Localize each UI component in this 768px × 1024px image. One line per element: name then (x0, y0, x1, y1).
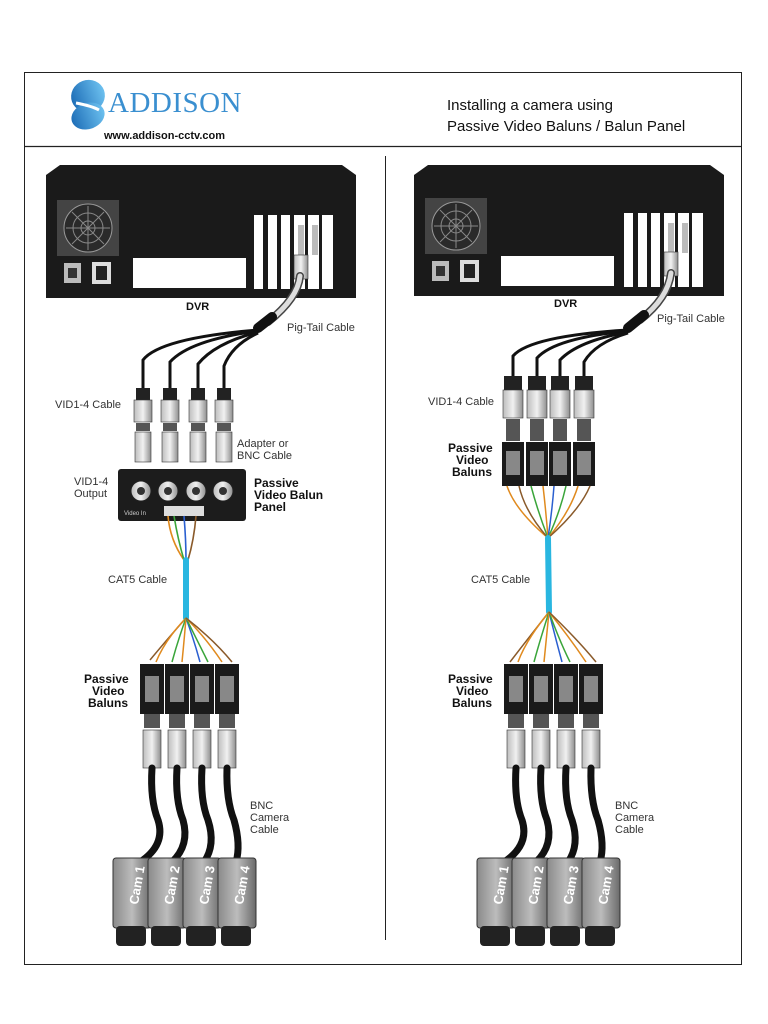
left-panel-sub-label: Video In (124, 511, 146, 517)
right-baluns-top (502, 442, 595, 486)
brand-url: www.addison-cctv.com (103, 130, 225, 142)
left-balun-panel: Video In (118, 469, 246, 521)
right-camera-1: Cam 1 (476, 857, 516, 946)
right-baluns-top-label-3: Baluns (452, 465, 492, 479)
left-vid-cable-label: VID1-4 Cable (55, 399, 121, 411)
left-vid-output-label-2: Output (74, 488, 107, 500)
right-dvr-label: DVR (554, 298, 577, 310)
right-bnc-label-1: BNC (615, 800, 638, 812)
right-camera-4: Cam 4 (581, 857, 621, 946)
brand-name: ADDISON (108, 87, 242, 119)
left-vid-output-label-1: VID1-4 (74, 476, 108, 488)
left-dvr-label: DVR (186, 301, 209, 313)
page-frame (24, 72, 742, 965)
right-baluns-bottom (504, 664, 603, 769)
left-baluns-label-2: Video (92, 684, 124, 698)
left-camera-1-label: Cam 1 (126, 864, 148, 905)
right-baluns-label-1: Passive (448, 672, 493, 686)
left-adapter-label-1: Adapter or (237, 438, 289, 450)
right-bnc-label-3: Cable (615, 824, 644, 836)
logo: ADDISON www.addison-cctv.com (71, 79, 242, 142)
page-title-line1: Installing a camera using (447, 97, 613, 114)
left-pigtail-label: Pig-Tail Cable (287, 322, 355, 334)
right-cat5-cable (545, 535, 552, 615)
left-camera-2-label: Cam 2 (161, 864, 183, 905)
page-title-line2: Passive Video Baluns / Balun Panel (447, 118, 685, 135)
left-baluns-bottom (140, 664, 239, 769)
left-wire-pairs-top (167, 515, 197, 561)
left-diagram: DVR Pig-Tail Cable VID1-4 Cable Adapter … (46, 165, 356, 946)
left-baluns-label-3: Baluns (88, 696, 128, 710)
right-vid-fanout (511, 328, 629, 376)
left-camera-cables (136, 764, 242, 866)
left-camera-3-label: Cam 3 (196, 864, 218, 905)
right-baluns-top-label-1: Passive (448, 441, 493, 455)
right-wire-pairs-top (506, 485, 591, 539)
right-wire-pairs-bottom (509, 611, 597, 663)
left-panel-label-3: Panel (254, 500, 286, 514)
left-baluns-label-1: Passive (84, 672, 129, 686)
right-baluns-label-2: Video (456, 684, 488, 698)
right-camera-3: Cam 3 (546, 857, 586, 946)
logo-mark (71, 79, 105, 130)
right-camera-cables (500, 764, 606, 866)
left-bnc-label-1: BNC (250, 800, 273, 812)
right-camera-3-label: Cam 3 (560, 864, 582, 905)
right-pigtail-label: Pig-Tail Cable (657, 313, 725, 325)
right-camera-2: Cam 2 (511, 857, 551, 946)
right-camera-4-label: Cam 4 (595, 864, 617, 906)
left-dvr (46, 165, 356, 298)
right-cat5-label: CAT5 Cable (471, 574, 530, 586)
left-panel-label-2: Video Balun (254, 488, 323, 502)
right-baluns-label-3: Baluns (452, 696, 492, 710)
right-vid-cable-connectors (502, 376, 595, 441)
left-camera-3: Cam 3 (182, 857, 222, 946)
left-bnc-label-2: Camera (250, 812, 290, 824)
left-wire-pairs-bottom (149, 617, 233, 663)
left-camera-1: Cam 1 (112, 857, 152, 946)
right-vid-cable-label: VID1-4 Cable (428, 396, 494, 408)
left-camera-2: Cam 2 (147, 857, 187, 946)
right-camera-2-label: Cam 2 (525, 864, 547, 905)
left-adapter-label-2: BNC Cable (237, 450, 292, 462)
right-diagram: DVR Pig-Tail Cable VID1-4 Cable Passive (414, 165, 725, 946)
right-dvr (414, 165, 724, 296)
left-camera-4-label: Cam 4 (231, 864, 253, 906)
right-baluns-top-label-2: Video (456, 453, 488, 467)
left-vid-fanout (141, 328, 259, 388)
left-bnc-label-3: Cable (250, 824, 279, 836)
left-camera-4: Cam 4 (217, 857, 257, 946)
left-vid-cable-connectors (133, 388, 234, 463)
left-panel-label-1: Passive (254, 476, 299, 490)
left-cat5-label: CAT5 Cable (108, 574, 167, 586)
right-bnc-label-2: Camera (615, 812, 655, 824)
right-camera-1-label: Cam 1 (490, 864, 512, 905)
